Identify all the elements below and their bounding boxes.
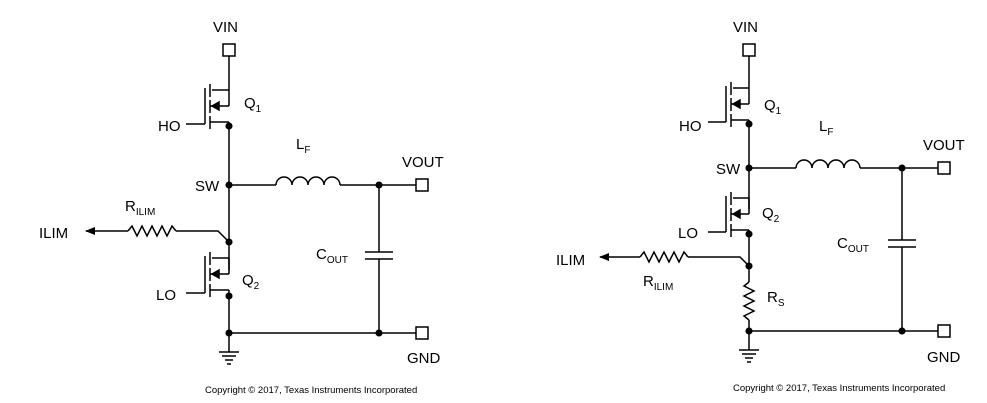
q2-source-junction (225, 292, 233, 300)
right-circuit (599, 43, 951, 363)
right-lf-label: LF (819, 118, 833, 138)
right-cout-label: COUT (837, 235, 869, 255)
r-ilim-kink-wire (688, 256, 750, 267)
r-q2-mosfet (708, 192, 750, 237)
left-sw-label: SW (195, 178, 220, 195)
left-ho-label: HO (158, 118, 181, 135)
r-vout-terminal (937, 161, 951, 175)
left-ilim-label: ILIM (39, 225, 68, 242)
right-rs-label: RS (767, 289, 785, 309)
right-vin-label: VIN (733, 19, 758, 36)
q1-source-junction (225, 122, 233, 130)
q2-mosfet (186, 252, 230, 297)
resistor-rilim (127, 224, 177, 238)
right-rilim-label: RILIM (643, 273, 673, 293)
right-q2-label: Q2 (762, 205, 780, 225)
left-labels: VIN Q1 HO LF VOUT SW RILIM ILIM COUT Q2 … (39, 19, 444, 396)
vin-terminal (222, 43, 236, 57)
right-vout-label: VOUT (923, 137, 965, 154)
left-circuit (85, 43, 429, 365)
left-cout-label: COUT (316, 246, 348, 266)
left-q1-label: Q1 (244, 95, 262, 115)
left-vin-label: VIN (213, 19, 238, 36)
left-vout-label: VOUT (402, 154, 444, 171)
right-ilim-label: ILIM (556, 252, 585, 269)
r-q1-mosfet (708, 82, 750, 127)
ilim-kink-wire (176, 230, 230, 243)
right-ho-label: HO (679, 118, 702, 135)
r-resistor-rs (742, 281, 756, 321)
ilim-junction (225, 238, 233, 246)
left-q2-label: Q2 (242, 272, 260, 292)
r-vin-terminal (742, 43, 756, 57)
r-q2-source-junction (745, 230, 753, 238)
left-gnd-label: GND (407, 350, 441, 367)
left-lf-label: LF (296, 136, 310, 156)
left-copyright: Copyright © 2017, Texas Instruments Inco… (205, 385, 417, 396)
r-q1-source-junction (745, 120, 753, 128)
r-ilim-junction (745, 262, 753, 270)
q1-mosfet (186, 84, 230, 129)
r-resistor-rilim (639, 250, 689, 264)
inductor-lf (275, 176, 341, 186)
r-inductor-lf (795, 159, 861, 169)
vout-terminal (415, 178, 429, 192)
right-sw-label: SW (716, 161, 741, 178)
right-q1-label: Q1 (764, 97, 782, 117)
right-labels: VIN Q1 HO LF VOUT SW Q2 LO COUT ILIM RIL… (556, 19, 965, 394)
r-ground-symbol (739, 349, 759, 363)
right-gnd-label: GND (927, 349, 961, 366)
left-lo-label: LO (156, 287, 176, 304)
r-gnd-terminal (937, 324, 951, 338)
ground-symbol (219, 351, 239, 365)
right-copyright: Copyright © 2017, Texas Instruments Inco… (733, 383, 945, 394)
gnd-terminal (415, 326, 429, 340)
left-rilim-label: RILIM (125, 198, 155, 218)
right-lo-label: LO (678, 225, 698, 242)
